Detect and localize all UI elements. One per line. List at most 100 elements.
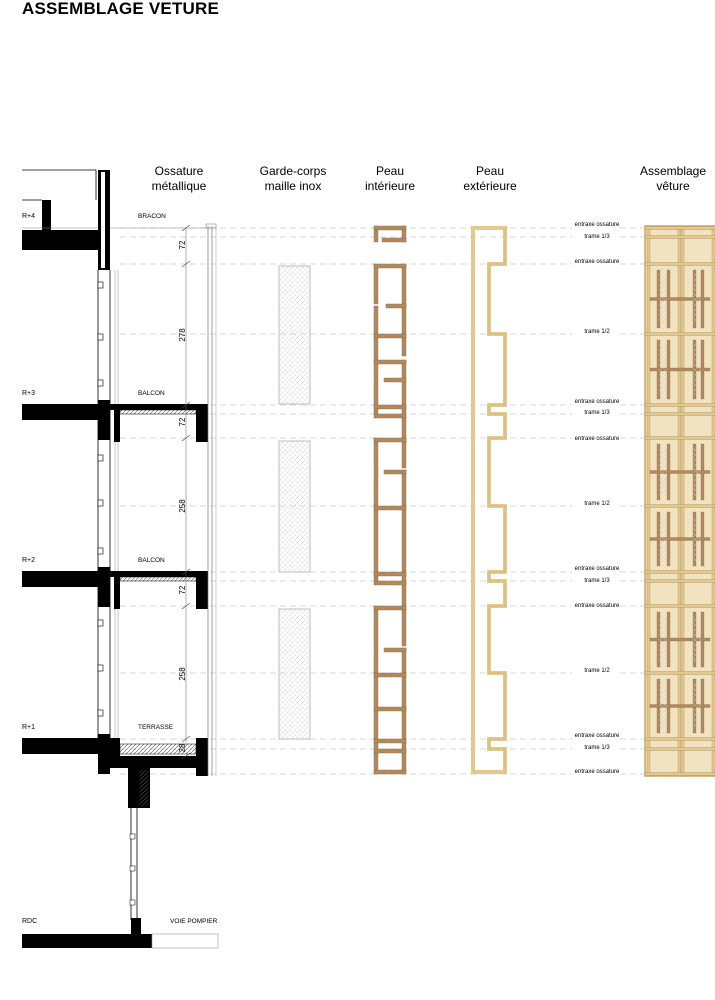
cladding-rail (644, 504, 715, 508)
inner-skin-stud (373, 305, 379, 337)
inner-skin-rail (373, 404, 407, 410)
cladding-rail (644, 570, 715, 574)
dimension-tick (181, 434, 191, 442)
cladding-mesh (659, 683, 667, 729)
inner-skin-rail (373, 769, 407, 775)
inner-skin-rail (373, 413, 407, 419)
inner-skin-stud (373, 263, 379, 305)
reference-lines (120, 227, 645, 775)
dimension-value: 278 (178, 328, 187, 342)
cladding-rail (644, 747, 715, 751)
cladding-rail (644, 772, 715, 776)
annotation-entraxe: entraxe ossature (575, 603, 620, 609)
dimension-value: 258 (178, 667, 187, 681)
cladding-mesh (659, 448, 667, 496)
cladding-mesh (659, 516, 667, 562)
column-header-ossature: Ossature métallique (138, 164, 220, 194)
cladding-batten (649, 470, 711, 474)
building-section (22, 169, 219, 949)
annotation-trame-13: trame 1/3 (584, 410, 610, 416)
cladding-rail (644, 412, 715, 416)
cladding-rail (644, 737, 715, 741)
dimension-tick (181, 568, 191, 576)
annotation-trame-12: trame 1/2 (584, 501, 610, 507)
inner-skin-rail (373, 605, 407, 611)
column-header-line: extérieure (463, 179, 517, 193)
inner-skin-stud (401, 738, 407, 775)
level-label-r4: R+4 (22, 213, 35, 220)
cladding-batten (649, 297, 711, 301)
inner-skin-rail (383, 377, 407, 383)
inner-skin-rail (373, 263, 407, 269)
inner-skin-rail (373, 359, 407, 365)
dimension-tick (181, 401, 191, 409)
inner-skin-stud (401, 505, 407, 573)
column-header-peau-exterieure: Peau extérieure (450, 164, 530, 194)
level-label-r1: R+1 (22, 724, 35, 731)
cladding-rail (644, 436, 715, 440)
inner-skin-stud (373, 672, 379, 740)
cladding-rail (644, 403, 715, 407)
cladding-mesh (693, 274, 701, 324)
column-header-garde-corps: Garde-corps maille inox (250, 164, 336, 194)
element-label-terrasse: TERRASSE (138, 724, 174, 731)
cladding-stud (711, 225, 715, 777)
inner-skin-stud (401, 404, 407, 444)
cladding-mesh (693, 683, 701, 729)
inner-skin-stud (373, 437, 379, 507)
mesh-panels (278, 265, 311, 740)
inner-skin-stud (401, 672, 407, 740)
inner-skin-rail (383, 647, 407, 653)
inner-skin-rail (383, 469, 407, 475)
inner-skin-stud (373, 738, 379, 775)
column-header-peau-interieure: Peau intérieure (350, 164, 430, 194)
column-header-assemblage: Assemblage vêture (633, 164, 713, 194)
inner-skin-stud (373, 505, 379, 573)
inner-skin-rail (373, 748, 407, 754)
inner-skin-rail (373, 706, 407, 712)
dimension-tick (181, 260, 191, 268)
annotation-entraxe: entraxe ossature (575, 566, 620, 572)
cladding-rail (644, 579, 715, 583)
annotation-trame-12: trame 1/2 (584, 668, 610, 674)
inner-skin-stud (401, 437, 407, 469)
column-header-line: Garde-corps (259, 164, 327, 178)
annotation-entraxe: entraxe ossature (575, 222, 620, 228)
cladding-mesh (693, 344, 701, 395)
annotation-entraxe: entraxe ossature (575, 769, 620, 775)
annotation-entraxe: entraxe ossature (575, 399, 620, 405)
annotation-trame-13: trame 1/3 (584, 745, 610, 751)
cladding-batten (649, 367, 711, 372)
inner-skin-stud (401, 571, 407, 607)
inner-skin-rail (373, 571, 407, 577)
cladding-mesh (659, 344, 667, 395)
inner-skin-stud (401, 263, 407, 337)
dimension-tick (181, 602, 191, 610)
dimension-value: 72 (178, 417, 187, 426)
column-header-line: Peau (375, 164, 405, 178)
page-title: ASSEMBLAGE VETURE (22, 0, 220, 18)
annotation-entraxe: entraxe ossature (575, 436, 620, 442)
cladding-mesh (659, 616, 667, 663)
element-label-balcon: BALCON (138, 390, 165, 397)
inner-skin-rail (373, 672, 407, 678)
cladding-batten (649, 704, 711, 708)
annotation-trame-13: trame 1/3 (584, 234, 610, 240)
inner-skin-stud (401, 359, 407, 407)
inner-skin-stud (373, 605, 379, 674)
cladding-stud (646, 225, 651, 777)
inner-skin-stud (401, 605, 407, 647)
dimension-tick (181, 224, 191, 232)
inner-skin-rail (373, 580, 407, 586)
inner-skin-stud (401, 469, 407, 507)
cladding-mesh (693, 448, 701, 496)
inner-skin-rail (373, 333, 407, 339)
cladding-rail (644, 235, 715, 239)
cladding-mesh (693, 616, 701, 663)
dimension-ticks (181, 224, 191, 760)
dimension-value: 258 (178, 499, 187, 513)
cladding-batten (649, 637, 711, 642)
inner-skin-rail (373, 225, 407, 231)
cladding-assembly (644, 225, 715, 777)
dimension-value: 28 (178, 743, 187, 752)
